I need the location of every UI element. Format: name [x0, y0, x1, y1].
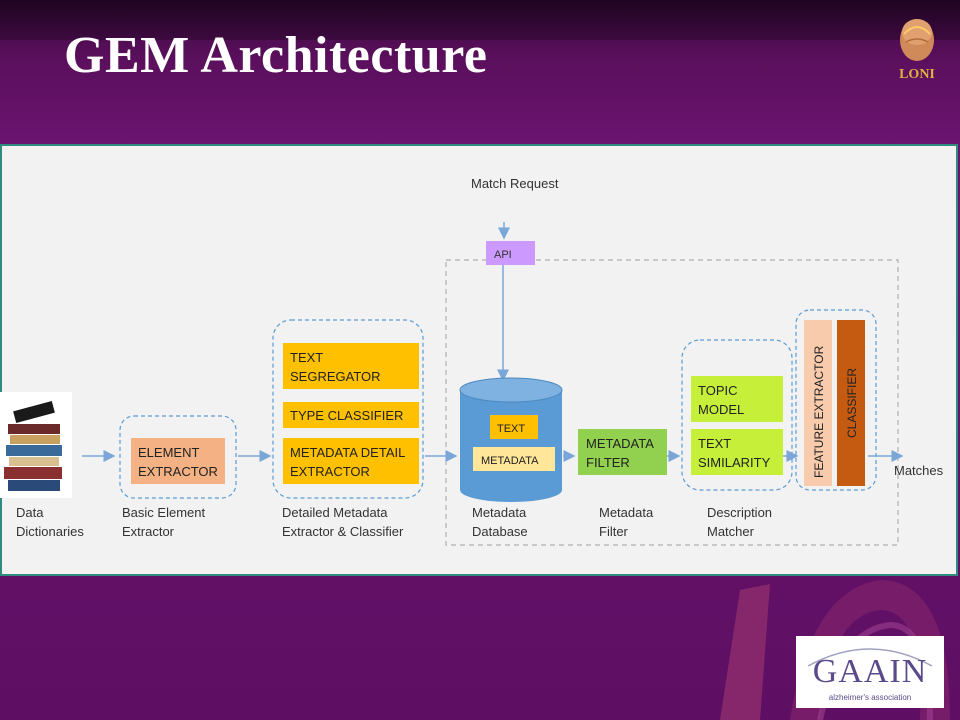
matches-label: Matches — [894, 463, 944, 478]
element-extractor-box — [131, 438, 225, 484]
classifier-label: CLASSIFIER — [845, 368, 859, 438]
element-extractor-group — [119, 415, 237, 499]
label-description-matcher-2: Matcher — [707, 524, 755, 539]
description-matcher-group — [681, 339, 793, 491]
text-segregator-box — [283, 343, 419, 389]
label-basic-extractor-2: Extractor — [122, 524, 175, 539]
element-extractor-label-2: EXTRACTOR — [138, 464, 218, 479]
classifier-box — [837, 320, 865, 486]
text-segregator-label-2: SEGREGATOR — [290, 369, 381, 384]
gaain-logo-name: GAAIN — [813, 653, 928, 690]
metadata-detail-label-2: EXTRACTOR — [290, 464, 370, 479]
gaain-logo-tagline: alzheimer's association — [829, 693, 911, 702]
element-extractor-label-1: ELEMENT — [138, 445, 199, 460]
label-metadata-filter-2: Filter — [599, 524, 629, 539]
detailed-metadata-group — [272, 319, 424, 499]
api-label: API — [494, 249, 512, 261]
metadata-filter-label-2: FILTER — [586, 455, 630, 470]
loni-logo-text: LONI — [899, 67, 935, 82]
api-box — [486, 241, 535, 265]
type-classifier-box — [283, 402, 419, 428]
text-similarity-label-1: TEXT — [698, 436, 731, 451]
metadata-detail-box — [283, 438, 419, 484]
diagram-panel — [0, 144, 958, 576]
loni-logo: LONI — [899, 19, 935, 82]
db-metadata-box — [473, 447, 555, 471]
page-title: GEM Architecture — [64, 27, 488, 84]
architecture-diagram: Match Request API ELEMENT EXTRACTOR TEXT… — [0, 176, 944, 546]
topic-model-label-2: MODEL — [698, 402, 744, 417]
metadata-database-cylinder — [459, 377, 563, 502]
label-data-dictionaries-1: Data — [16, 505, 44, 520]
metadata-filter-box — [578, 429, 667, 475]
label-detailed-metadata-1: Detailed Metadata — [282, 505, 388, 520]
label-data-dictionaries-2: Dictionaries — [16, 524, 84, 539]
db-text-box — [490, 415, 538, 439]
match-request-label: Match Request — [471, 176, 559, 191]
metadata-filter-label-1: METADATA — [586, 436, 654, 451]
books-icon — [0, 392, 72, 498]
topic-model-box — [691, 376, 783, 422]
label-metadata-filter-1: Metadata — [599, 505, 654, 520]
gaain-logo: GAAIN alzheimer's association — [796, 636, 944, 708]
metadata-detail-label-1: METADATA DETAIL — [290, 445, 405, 460]
topic-model-label-1: TOPIC — [698, 383, 738, 398]
text-similarity-label-2: SIMILARITY — [698, 455, 771, 470]
type-classifier-label: TYPE CLASSIFIER — [290, 408, 403, 423]
classifier-group — [795, 309, 877, 491]
label-basic-extractor-1: Basic Element — [122, 505, 205, 520]
title-band — [0, 0, 960, 40]
db-metadata-label: METADATA — [481, 455, 539, 467]
label-description-matcher-1: Description — [707, 505, 772, 520]
feature-extractor-label: FEATURE EXTRACTOR — [812, 345, 826, 478]
text-similarity-box — [691, 429, 783, 475]
text-segregator-label-1: TEXT — [290, 350, 323, 365]
feature-extractor-box — [804, 320, 832, 486]
db-text-label: TEXT — [497, 423, 525, 435]
database-region — [445, 259, 899, 546]
label-metadata-database-2: Database — [472, 524, 528, 539]
label-detailed-metadata-2: Extractor & Classifier — [282, 524, 404, 539]
label-metadata-database-1: Metadata — [472, 505, 527, 520]
